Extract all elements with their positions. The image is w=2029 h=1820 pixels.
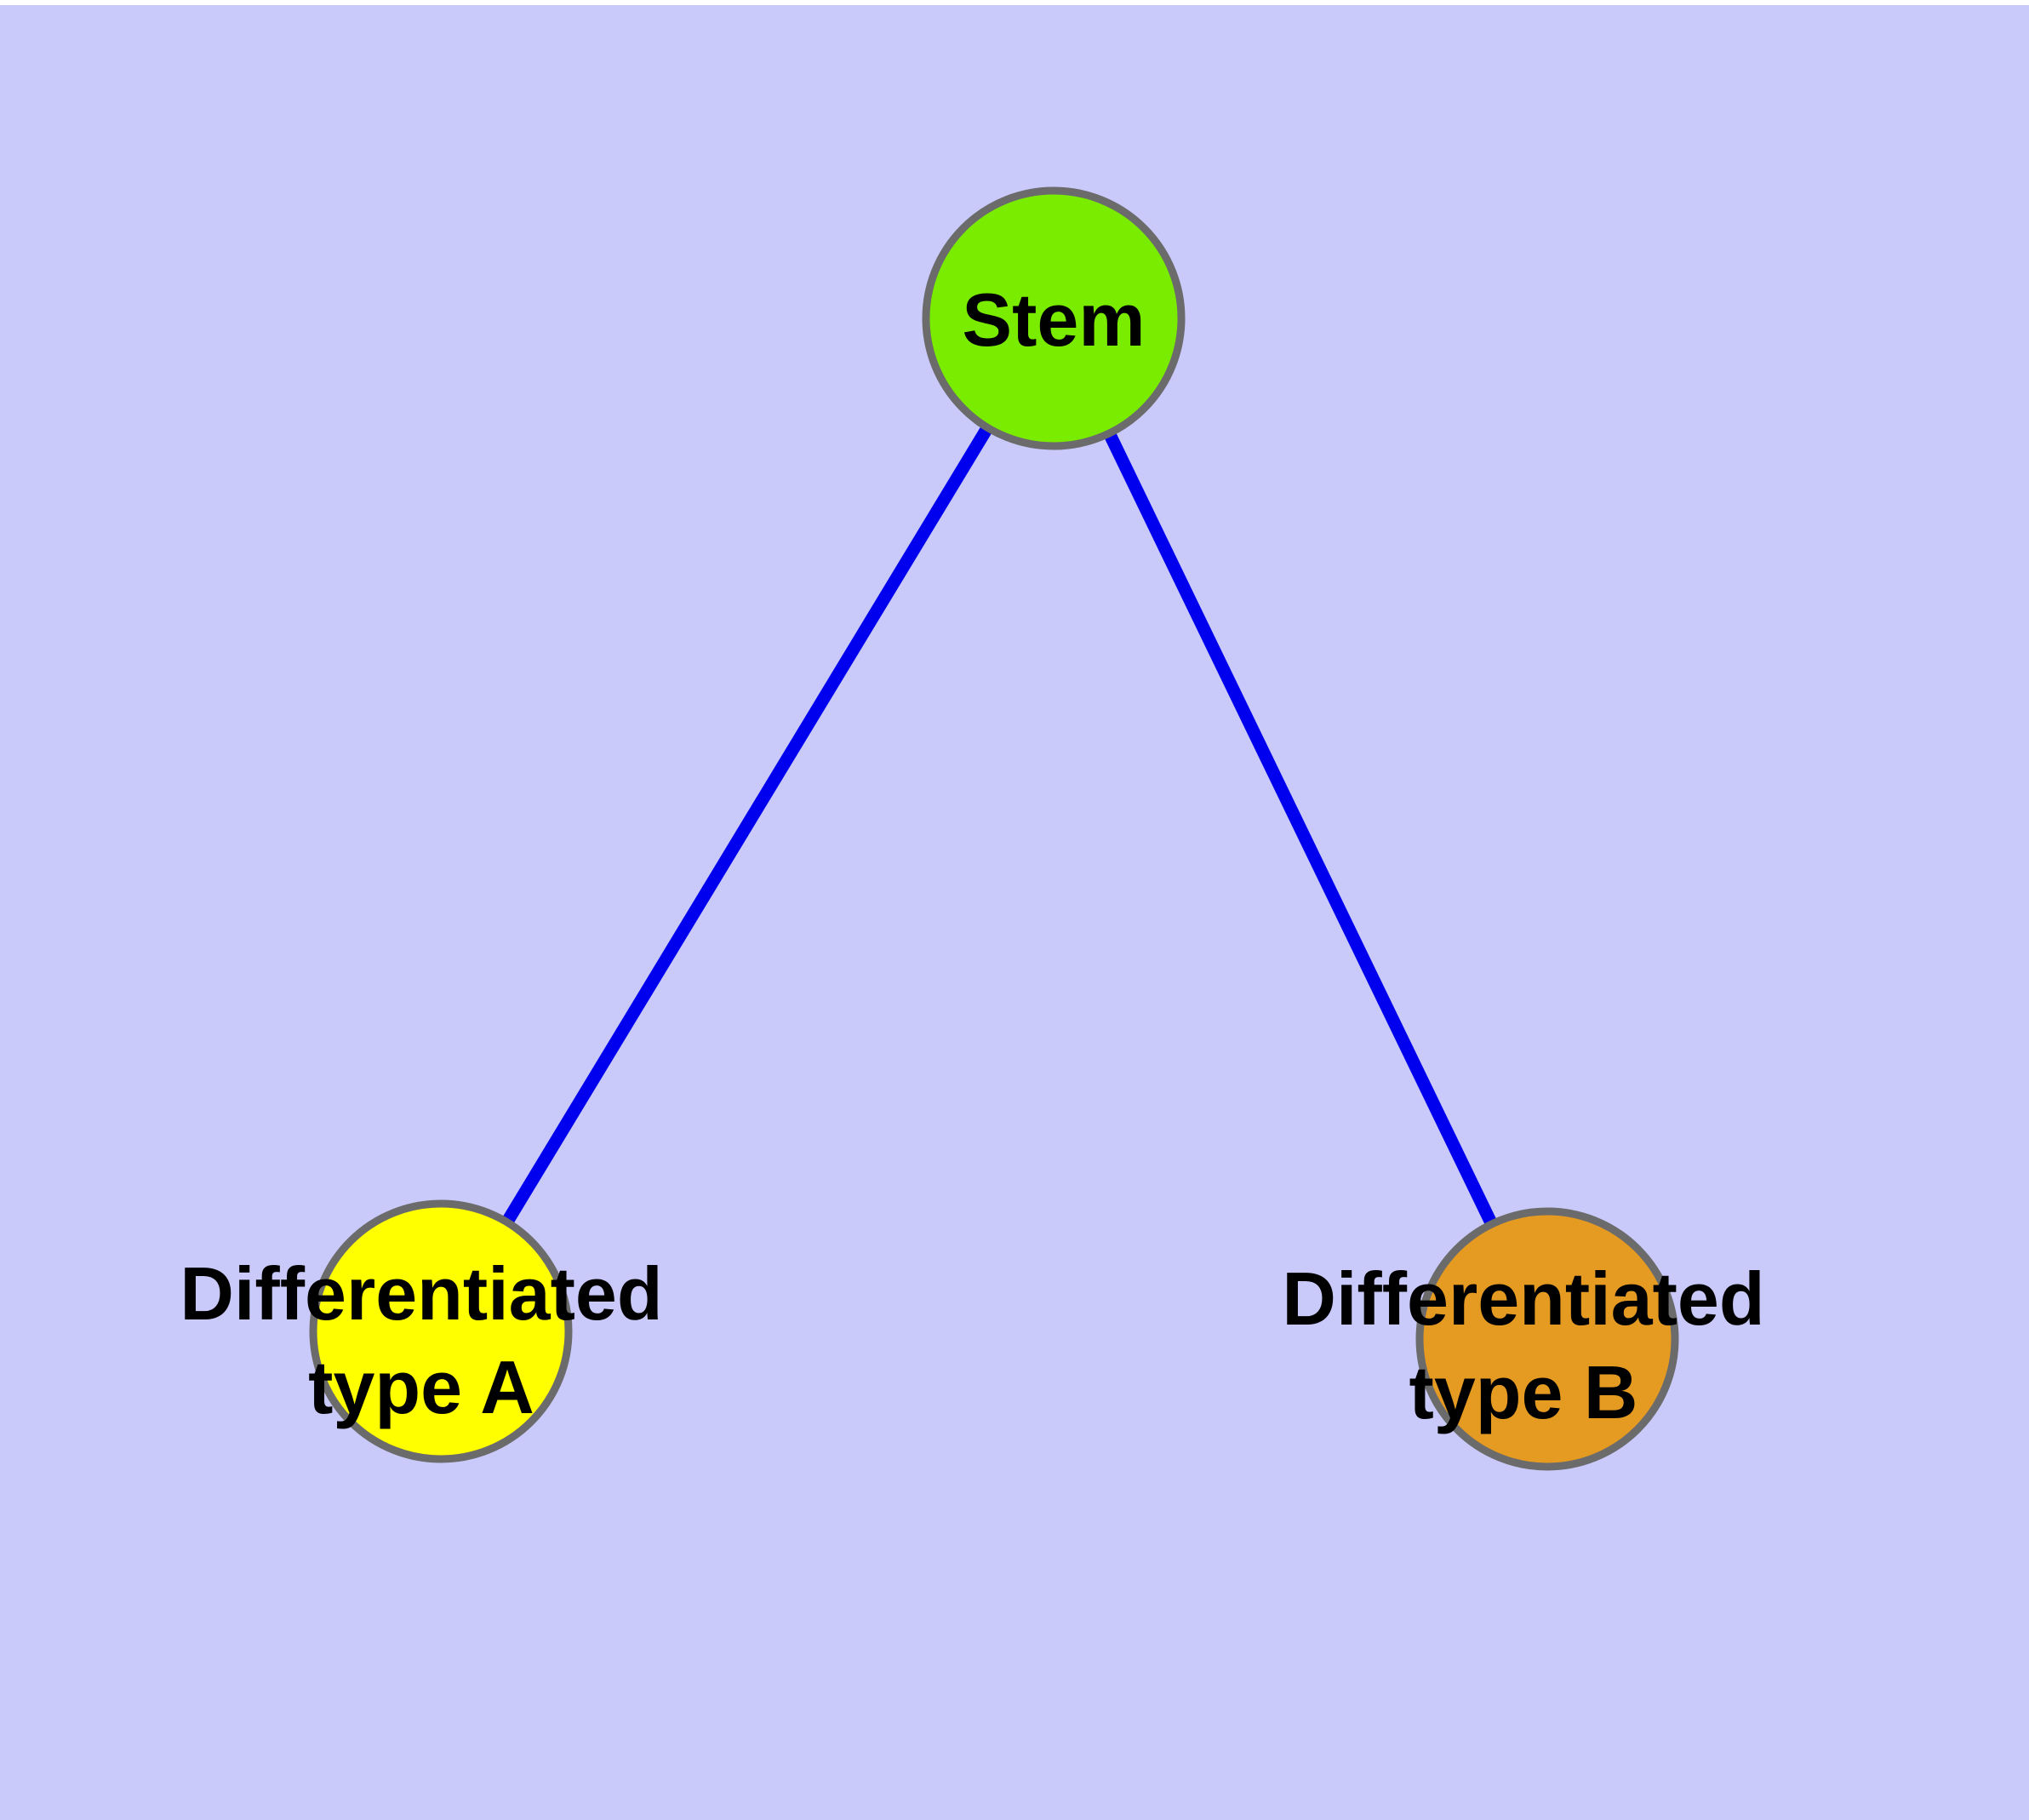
graph-node-type-a: Differentiated type A bbox=[180, 1199, 663, 1463]
node-type-b-label-line2: type B bbox=[1409, 1350, 1638, 1434]
node-type-a-label-line1: Differentiated bbox=[180, 1251, 662, 1336]
node-stem-circle bbox=[922, 186, 1186, 450]
graph-node-type-b: Differentiated type B bbox=[1282, 1207, 1765, 1471]
node-type-a-label-line2: type A bbox=[308, 1345, 534, 1429]
node-type-b-label-line1: Differentiated bbox=[1282, 1256, 1764, 1341]
edge-stem-to-type-a bbox=[435, 315, 1060, 1335]
edge-stem-to-type-b bbox=[1048, 315, 1553, 1342]
node-stem-label: Stem bbox=[962, 278, 1145, 362]
graph-node-stem: Stem bbox=[922, 186, 1186, 450]
node-type-b-circle bbox=[1415, 1207, 1679, 1471]
node-type-a-circle bbox=[309, 1199, 573, 1463]
